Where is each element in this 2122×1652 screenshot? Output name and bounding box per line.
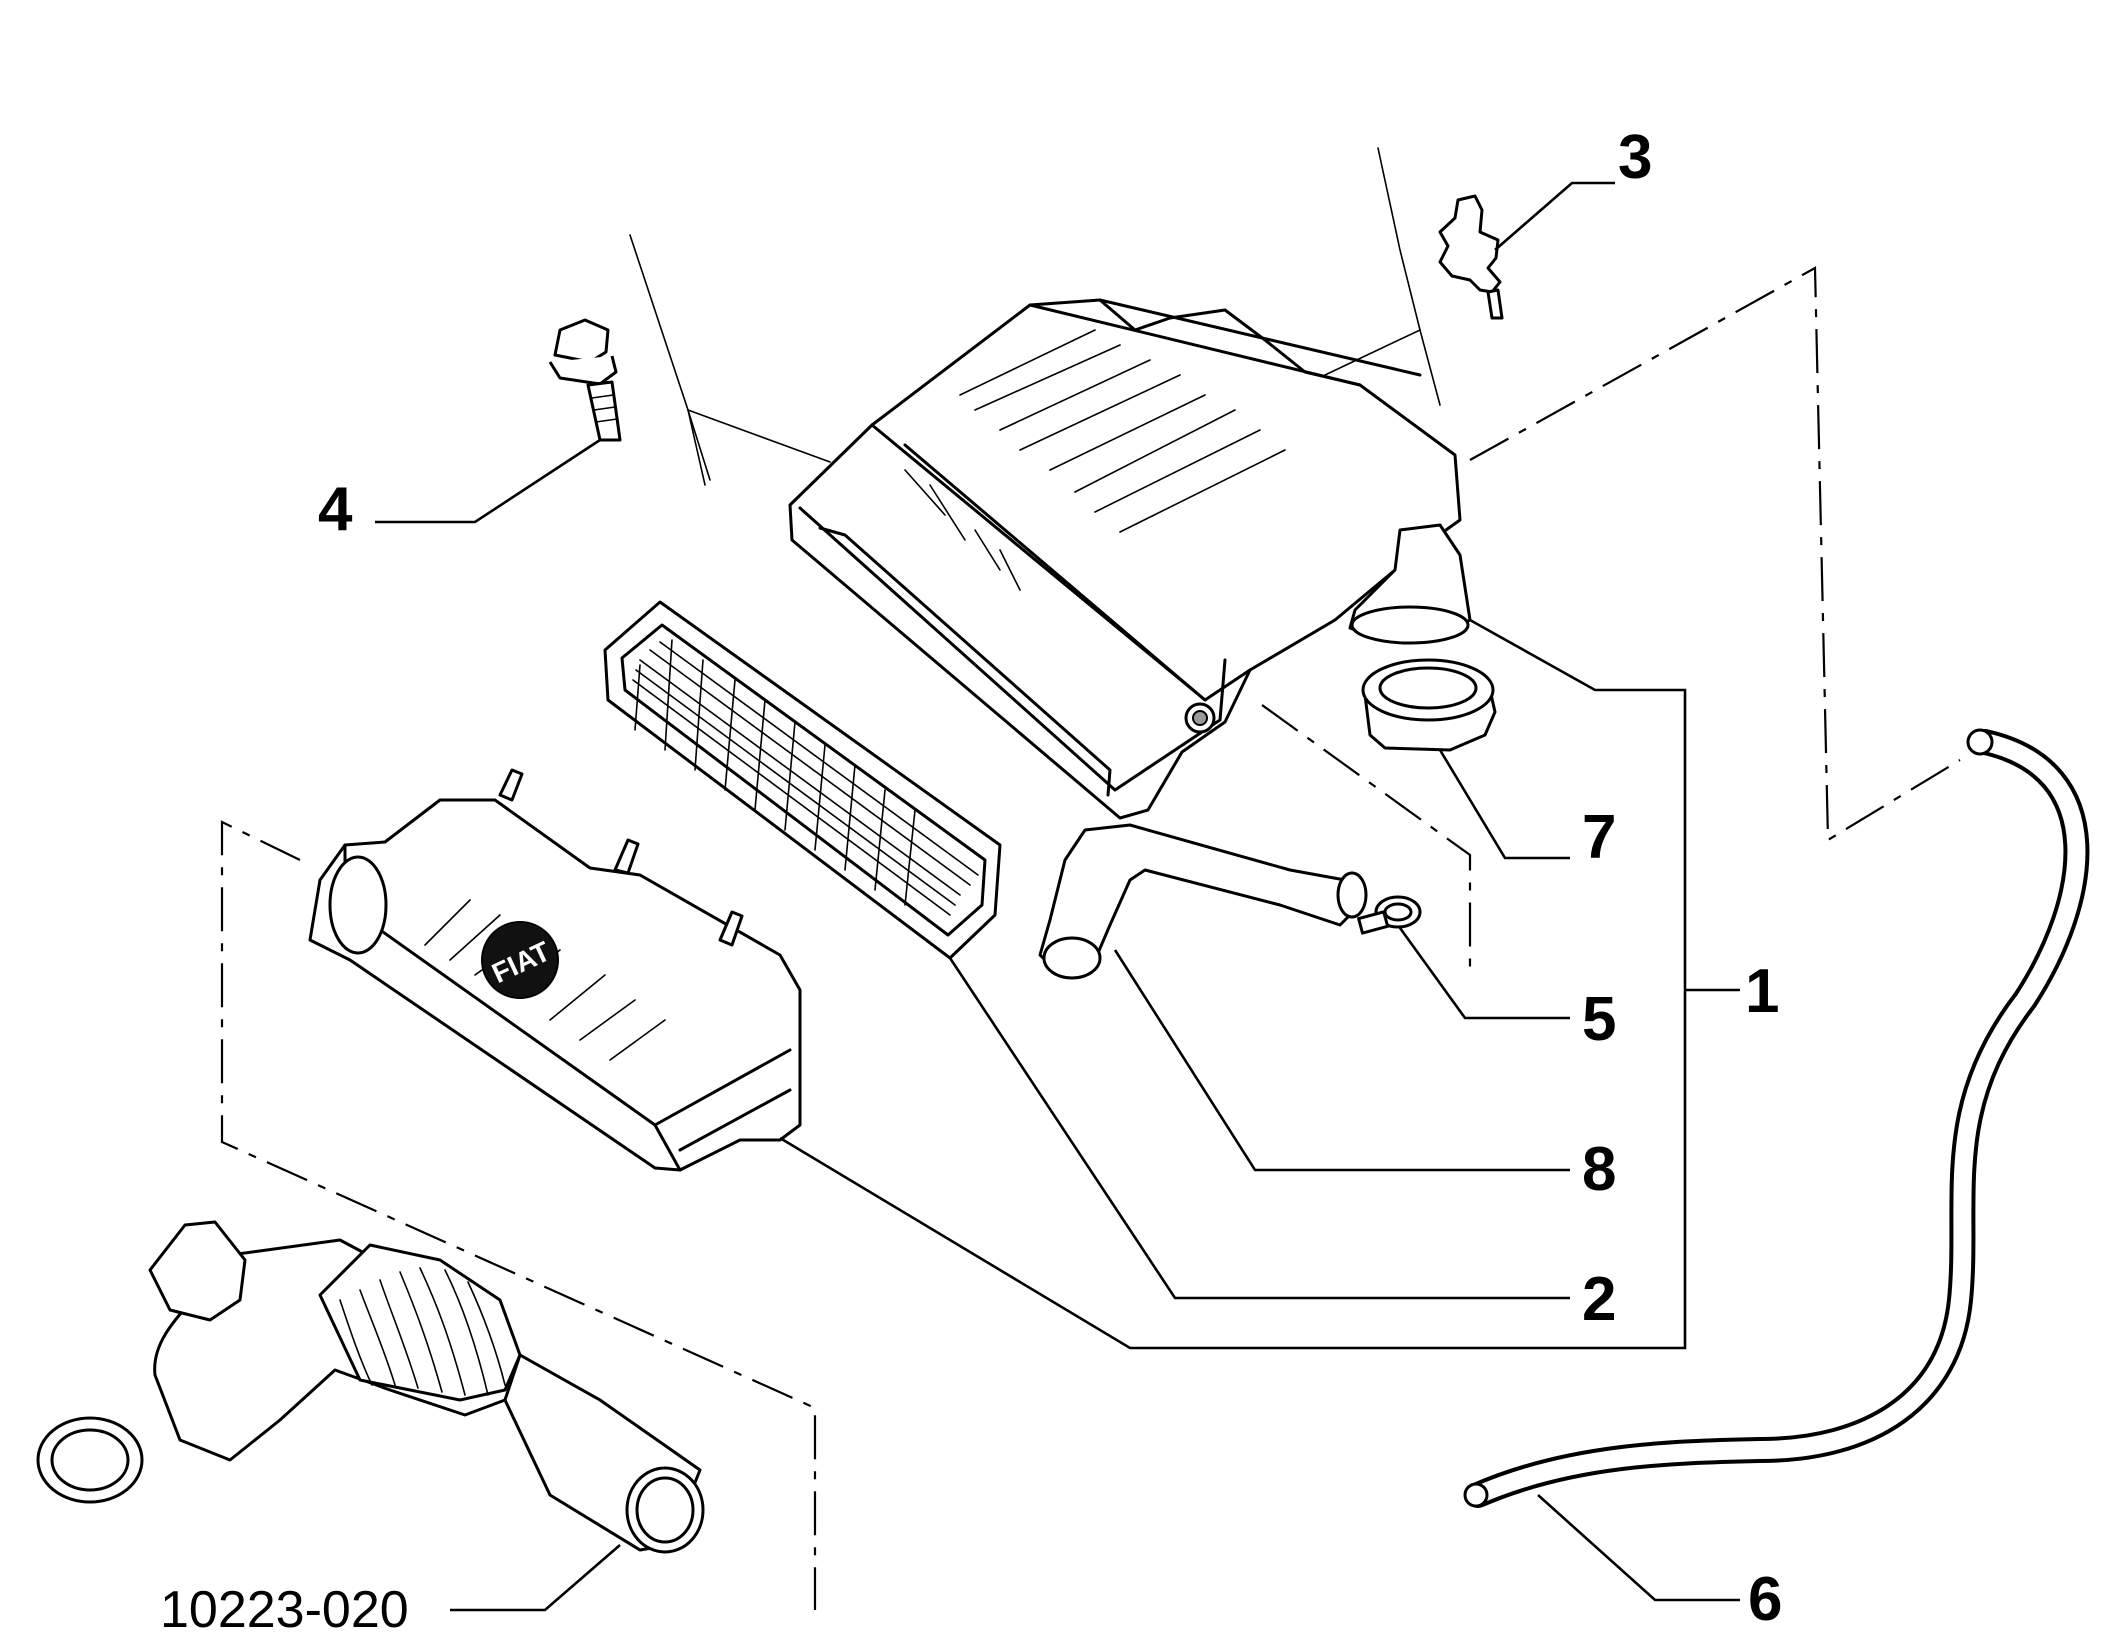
part-2-air-filter <box>603 600 1002 960</box>
part-6-breather-hose <box>1463 728 2090 1508</box>
filter-pleats <box>632 639 979 916</box>
callout-3: 3 <box>1618 123 1652 192</box>
callout-leaders <box>375 181 1740 1612</box>
part-7-sleeve <box>1361 658 1497 752</box>
assembly-dashed-lines <box>220 266 1961 1610</box>
fiat-logo: FIAT <box>481 921 559 999</box>
part-8-hose <box>1038 823 1368 980</box>
part-4-bolt <box>548 318 622 442</box>
air-box-lower-cover: FIAT <box>308 768 802 1172</box>
callout-7: 7 <box>1582 803 1616 872</box>
bellows-ribs <box>339 1267 506 1396</box>
housing-ribs <box>904 329 1286 591</box>
callout-5: 5 <box>1582 985 1616 1054</box>
part-3-valve <box>1438 194 1504 320</box>
callout-2: 2 <box>1582 1265 1616 1334</box>
air-box-upper-housing <box>788 298 1472 820</box>
reference-code: 10223-020 <box>160 1581 409 1639</box>
callout-6: 6 <box>1748 1565 1782 1634</box>
callout-8: 8 <box>1582 1135 1616 1204</box>
intake-duct-assembly <box>36 1220 705 1554</box>
part-5-clamp <box>1357 895 1422 935</box>
cover-studs <box>498 768 744 947</box>
callout-labels: 1 2 3 4 5 6 7 8 10223-020 <box>160 123 1782 1639</box>
callout-4: 4 <box>318 475 353 544</box>
callout-1: 1 <box>1745 957 1779 1026</box>
